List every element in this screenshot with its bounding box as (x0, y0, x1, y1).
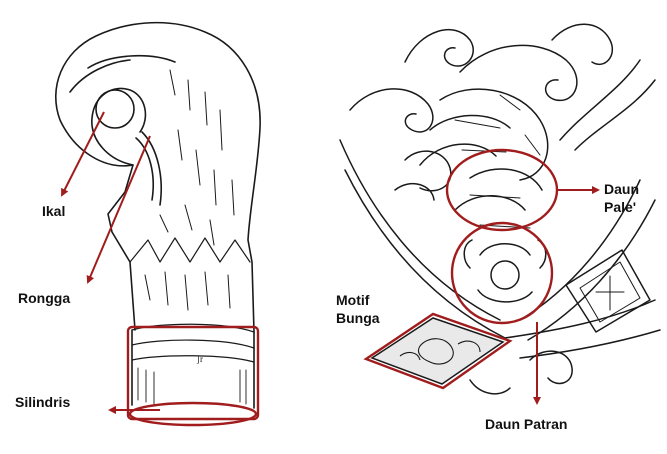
curl-inner-line (70, 56, 175, 92)
label-rongga: Rongga (18, 290, 70, 307)
right-diamond-patran (566, 250, 650, 332)
central-flower-center (491, 261, 519, 289)
label-daun-pale-line1: Daun (604, 180, 639, 198)
arrow-ikal (62, 112, 104, 195)
handle-outline (56, 23, 260, 332)
scroll-top-left (405, 30, 473, 66)
cavity-groove (136, 132, 161, 205)
daun-patran-ellipse (452, 223, 552, 323)
cylinder-shading (138, 368, 246, 404)
label-silindris: Silindris (15, 394, 70, 411)
label-motif-bunga-line2: Bunga (336, 309, 380, 327)
label-motif-bunga-line1: Motif (336, 291, 380, 309)
cylinder-rings (132, 324, 254, 362)
central-flower-petals (464, 240, 546, 302)
scroll-top-left-2 (350, 89, 433, 132)
scroll-top-mid (460, 45, 577, 100)
central-leaves (420, 89, 548, 210)
label-daun-pale-line2: Pale' (604, 198, 639, 216)
left-figure-handle-drawing: ʃr (56, 23, 260, 408)
bend-texture (160, 70, 234, 245)
curl-spiral (92, 88, 146, 165)
motif-bunga-tile (366, 314, 510, 388)
tile-fill (372, 318, 503, 384)
scroll-right-border (560, 60, 655, 150)
cylinder-base-ellipse (130, 403, 256, 425)
carved-texture (145, 272, 230, 310)
label-daun-patran: Daun Patran (485, 416, 567, 433)
scroll-top-right (552, 24, 612, 64)
label-ikal: Ikal (42, 203, 65, 220)
label-motif-bunga: Motif Bunga (336, 291, 380, 327)
label-daun-pale: Daun Pale' (604, 180, 639, 216)
carved-zigzag-band (130, 238, 250, 262)
left-annotations (62, 112, 258, 425)
maker-mark: ʃr (196, 354, 203, 364)
left-flower-petals (395, 151, 451, 200)
arrow-rongga (88, 136, 150, 282)
curl-eye (96, 90, 134, 128)
daun-pale-ellipse (447, 150, 557, 230)
